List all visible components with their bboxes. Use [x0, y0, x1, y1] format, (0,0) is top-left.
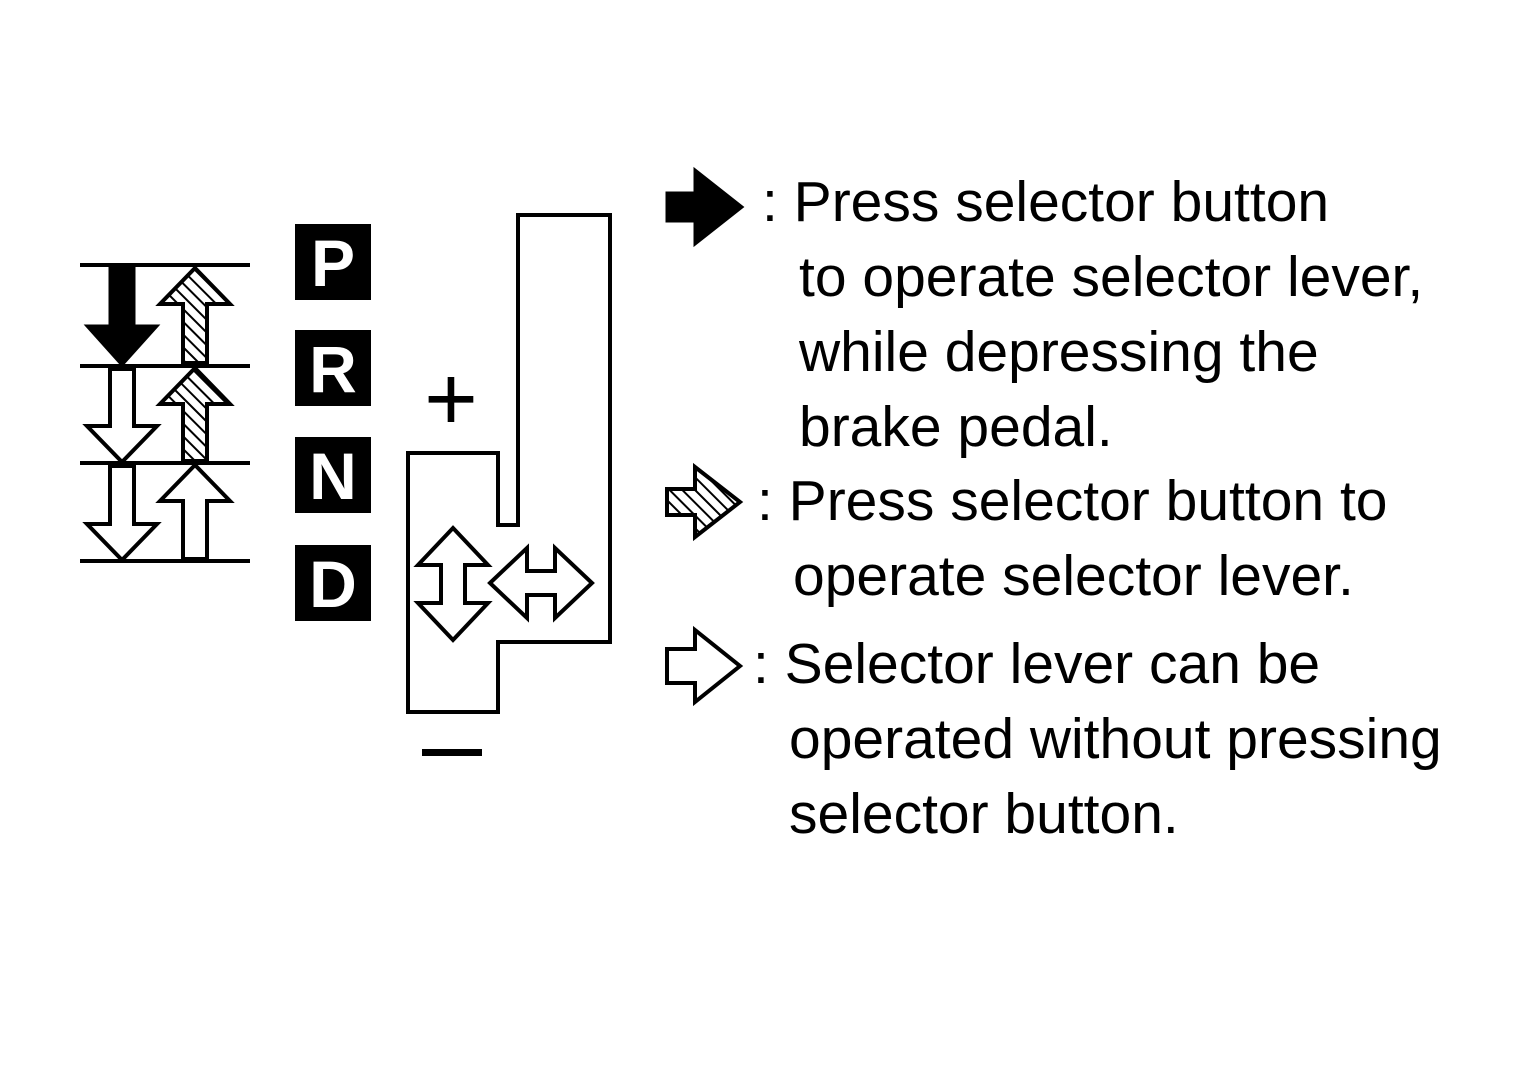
gear-label-r: R	[309, 332, 357, 406]
legend-line: while depressing the	[798, 320, 1319, 384]
outline-arrow-icon	[665, 625, 744, 707]
outline-down-arrow-icon	[82, 464, 162, 563]
legend-entry-outline: : Selector lever can be operated without…	[753, 632, 1442, 846]
solid-arrow-icon	[665, 166, 745, 248]
gear-label-n: N	[309, 439, 357, 513]
legend-line: operate selector lever.	[793, 544, 1354, 608]
legend-line: to operate selector lever,	[799, 245, 1423, 309]
horizontal-double-arrow-icon	[487, 543, 595, 623]
legend-line: operated without pressing	[789, 707, 1442, 771]
vertical-double-arrow-icon	[413, 525, 493, 643]
plus-sign: +	[424, 348, 478, 450]
legend-line: brake pedal.	[799, 395, 1113, 459]
position-lines	[80, 263, 250, 563]
solid-down-arrow-icon	[83, 266, 161, 368]
hatched-arrow-icon	[665, 462, 744, 542]
legend-line: : Selector lever can be	[753, 632, 1320, 696]
gear-labels: P R N D	[295, 224, 371, 621]
outline-down-arrow-icon	[82, 367, 162, 465]
minus-sign	[422, 749, 482, 756]
outline-up-arrow-icon	[155, 462, 235, 561]
gear-label-p: P	[311, 226, 355, 300]
legend-line: : Press selector button to	[757, 469, 1387, 533]
legend-line: : Press selector button	[762, 170, 1329, 234]
legend-line: selector button.	[789, 782, 1179, 846]
legend-entry-solid: : Press selector button to operate selec…	[762, 170, 1423, 459]
hatched-up-arrow-icon	[155, 265, 235, 365]
gear-label-d: D	[309, 547, 357, 621]
shift-gate-outline	[406, 213, 612, 714]
hatched-up-arrow-icon	[155, 365, 235, 463]
legend-entry-hatched: : Press selector button to operate selec…	[757, 469, 1387, 608]
